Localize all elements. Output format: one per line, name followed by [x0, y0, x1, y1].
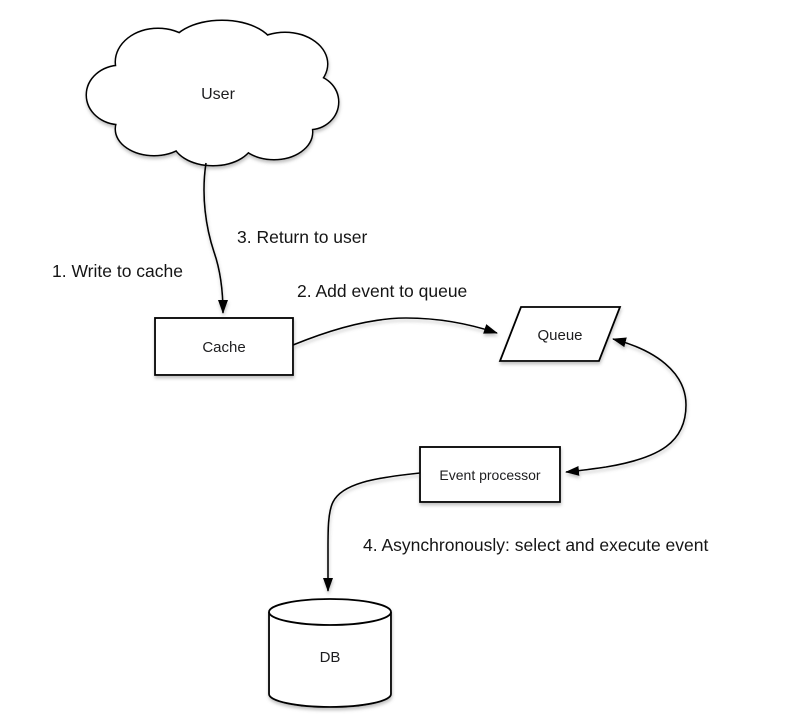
event-processor-node-label: Event processor: [439, 467, 540, 483]
edge-label-step1: 1. Write to cache: [52, 261, 183, 281]
edge-label-step3: 3. Return to user: [237, 227, 368, 247]
arrow-user-to-cache: [203, 162, 228, 314]
db-node-shape: [268, 598, 392, 708]
arrow-cache-to-queue: [292, 317, 498, 346]
edge-label-step4: 4. Asynchronously: select and execute ev…: [363, 535, 708, 555]
arrow-queue-event-processor-bidirectional: [565, 337, 687, 476]
user-cloud-shape: [85, 19, 340, 167]
cache-node-label: Cache: [202, 339, 245, 356]
event-processor-node-shape: [419, 446, 561, 503]
user-node-label: User: [201, 86, 235, 103]
db-node-label: DB: [320, 649, 341, 666]
cache-node-shape: [154, 317, 294, 376]
arrow-event-processor-to-db: [323, 472, 421, 592]
edge-label-step2: 2. Add event to queue: [297, 281, 467, 301]
queue-node-label: Queue: [537, 327, 582, 344]
